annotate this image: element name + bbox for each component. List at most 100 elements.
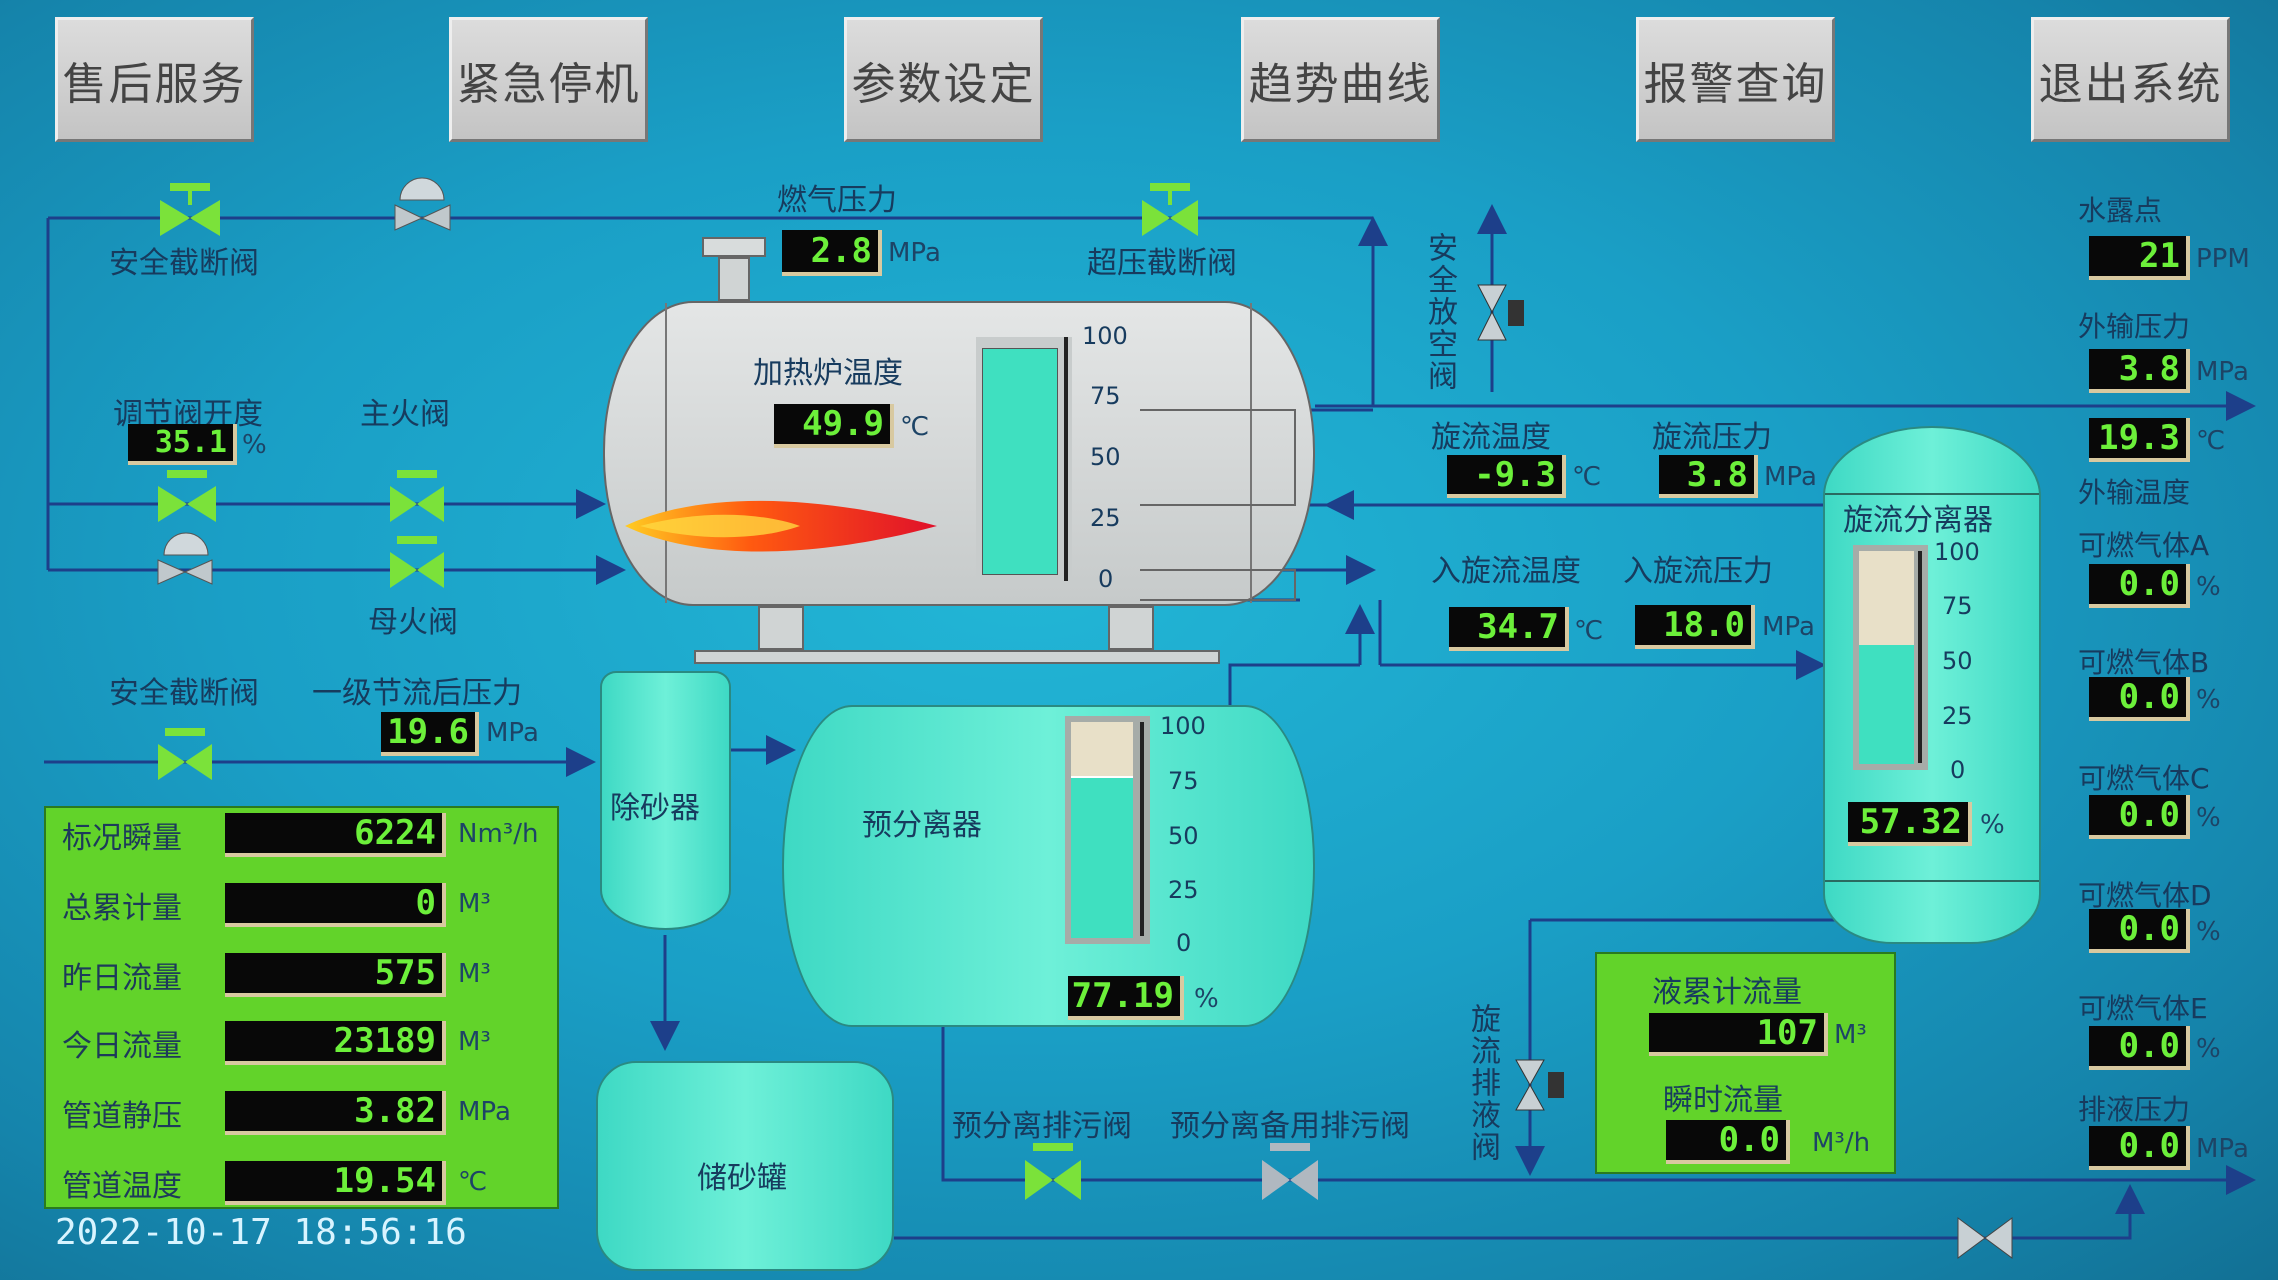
liquid-instant-unit: M³/h [1812,1128,1871,1158]
right-panel-value: 0.0 [2089,677,2190,721]
right-panel-value: 21 [2089,236,2190,280]
inlet-pressure-display: 18.0 [1635,605,1755,649]
safety-valve-2-label: 安全截断阀 [109,676,259,711]
liquid-total-display: 107 [1649,1013,1828,1056]
pre-sep-gauge-fill [1071,775,1133,938]
inlet-temp-display: 34.7 [1449,607,1569,651]
main-fire-valve-icon[interactable] [390,470,444,522]
sand-tank [596,1061,894,1271]
flow-row-label: 昨日流量 [62,961,182,996]
cyclone-gauge-scale [1918,551,1922,763]
liquid-total-label: 液累计流量 [1652,975,1802,1010]
heater-nozzle-stem [718,257,750,301]
right-panel-value: 0.0 [2089,795,2190,839]
overpressure-valve-label: 超压截断阀 [1087,246,1237,281]
pre-sep-gauge-scale [1140,722,1144,936]
right-panel-label: 可燃气体E [2078,992,2208,1025]
cyclone-tick-50: 50 [1942,647,1973,675]
exit-system-button[interactable]: 退出系统 [2031,17,2230,142]
pre-separator [782,705,1315,1027]
flow-row-value: 575 [225,953,446,997]
regulator-opening-unit: % [242,430,267,460]
flow-row-label: 管道温度 [62,1169,182,1204]
right-panel-unit: ℃ [2196,426,2226,456]
emergency-stop-button[interactable]: 紧急停机 [449,17,648,142]
safety-valve-2-icon[interactable] [158,728,212,780]
cyclone-separator-gauge [1853,545,1928,770]
flow-row-label: 管道静压 [62,1099,182,1134]
heater-tick-100: 100 [1082,322,1128,350]
heater-temp-unit: ℃ [900,412,930,442]
right-panel-label: 外输温度 [2078,476,2191,509]
heater-leg [758,606,804,650]
cyclone-pressure-unit: MPa [1764,462,1817,492]
drain-valve-label: 旋流排液阀 [1465,1003,1500,1163]
desander-label: 除砂器 [610,791,700,826]
flow-row-unit: M³ [458,889,491,919]
cyclone-tick-100: 100 [1934,538,1980,566]
safety-valve-1-icon[interactable] [160,183,220,236]
cyclone-tick-25: 25 [1942,702,1973,730]
right-panel-value: 3.8 [2089,349,2190,393]
flow-row-unit: M³ [458,1027,491,1057]
liquid-total-unit: M³ [1834,1020,1867,1050]
right-panel-unit: % [2196,1034,2221,1064]
pilot-regulator-icon[interactable] [157,532,213,585]
sand-tank-label: 储砂罐 [697,1161,787,1196]
vent-valve-icon[interactable] [1477,284,1524,341]
overpressure-valve-icon[interactable] [1142,183,1198,236]
cyclone-separator-label: 旋流分离器 [1843,503,1993,538]
regulator-icon[interactable] [394,177,451,231]
right-panel-unit: PPM [2196,244,2250,274]
flow-row-unit: MPa [458,1097,511,1127]
right-panel-label: 水露点 [2078,194,2163,227]
right-panel-label: 可燃气体C [2078,762,2210,795]
flow-row-value: 3.82 [225,1091,446,1135]
alarm-query-button[interactable]: 报警查询 [1636,17,1835,142]
inlet-pressure-label: 入旋流压力 [1623,554,1773,589]
heater-temp-gauge [976,337,1072,581]
stage1-pressure-unit: MPa [486,718,539,748]
right-panel-value: 0.0 [2089,1026,2190,1070]
stage1-pressure-label: 一级节流后压力 [312,676,522,711]
right-panel-label: 可燃气体A [2078,529,2210,562]
right-panel-label: 外输压力 [2078,310,2191,343]
pre-sep-tick-0: 0 [1176,929,1192,957]
heater-seam-right [1250,303,1252,603]
cyclone-seam-top [1825,493,2039,495]
after-sales-button[interactable]: 售后服务 [55,17,254,142]
cyclone-pressure-label: 旋流压力 [1652,420,1772,455]
pre-separator-gauge [1065,716,1150,944]
cyclone-separator-level-display: 57.32 [1848,802,1972,846]
drain-valve-icon[interactable] [1515,1059,1564,1111]
pre-sep-backup-drain-valve-icon[interactable] [1262,1143,1318,1200]
heater-temp-display: 49.9 [774,404,894,448]
flow-row-label: 标况瞬量 [62,821,182,856]
cyclone-tick-75: 75 [1942,592,1973,620]
right-panel-unit: MPa [2196,357,2249,387]
right-panel-label: 排液压力 [2078,1093,2191,1126]
heater-nozzle [702,237,766,257]
pre-sep-drain-valve-icon[interactable] [1025,1143,1081,1200]
flow-row-unit: M³ [458,959,491,989]
flow-row-label: 总累计量 [62,891,182,926]
cyclone-temp-label: 旋流温度 [1431,420,1551,455]
right-panel-unit: MPa [2196,1134,2249,1164]
trend-curves-button[interactable]: 趋势曲线 [1241,17,1440,142]
vent-valve-label: 安全放空阀 [1422,232,1457,392]
heater-gauge-fill [982,347,1058,575]
pilot-fire-valve-icon[interactable] [390,536,444,588]
pre-separator-unit: % [1194,984,1219,1014]
inlet-pressure-unit: MPa [1762,612,1815,642]
cyclone-pressure-display: 3.8 [1659,455,1758,498]
inlet-temp-label: 入旋流温度 [1431,554,1581,589]
heater-leg [1108,606,1154,650]
heater-tick-75: 75 [1090,382,1121,410]
regulating-valve-icon[interactable] [158,470,216,522]
liquid-instant-label: 瞬时流量 [1663,1083,1783,1118]
parameter-settings-button[interactable]: 参数设定 [844,17,1043,142]
cyclone-seam-bottom [1825,880,2039,882]
stage1-pressure-display: 19.6 [381,712,479,756]
heater-seam-left [665,303,667,603]
outlet-valve-icon[interactable] [1957,1217,2013,1259]
